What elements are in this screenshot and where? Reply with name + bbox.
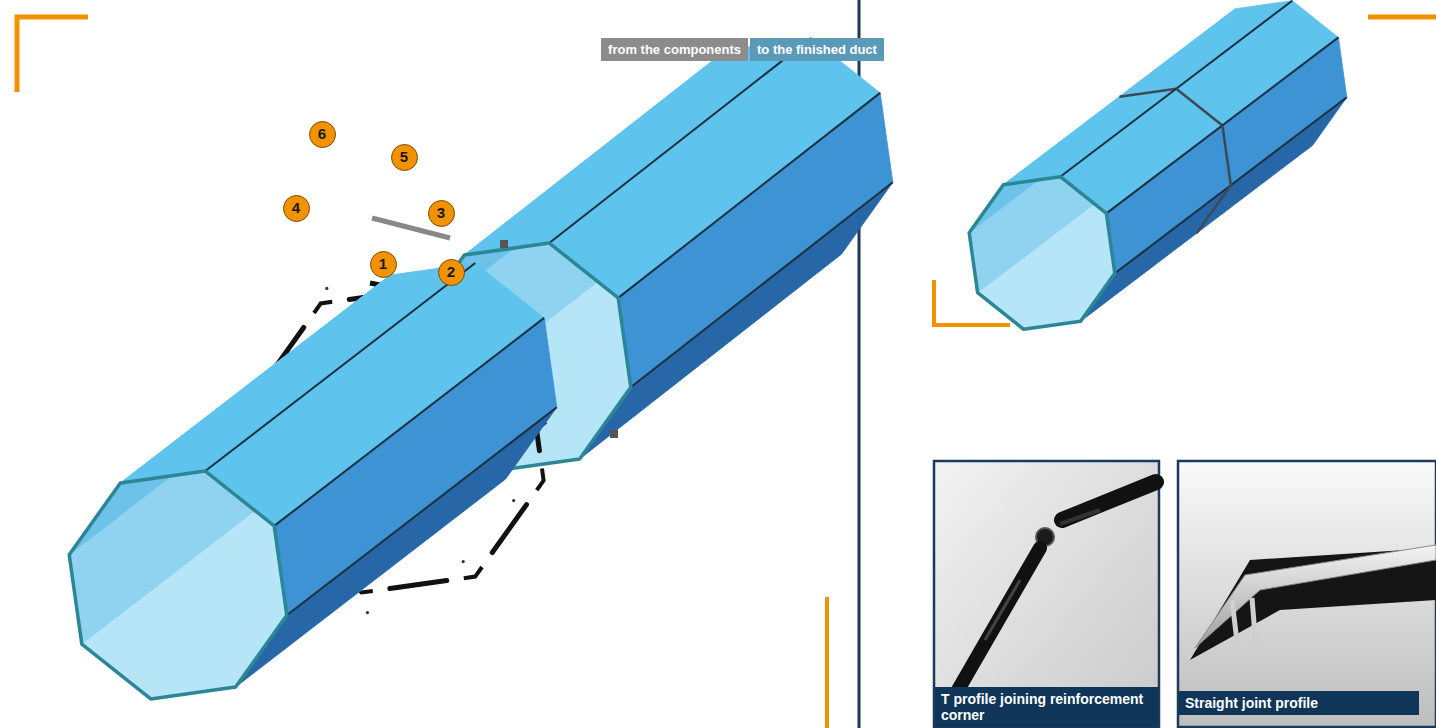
duct-seam	[549, 38, 811, 243]
corner-bracket	[1368, 15, 1436, 20]
callout-number: 4	[283, 195, 310, 222]
corner-part	[314, 302, 332, 313]
corner-part	[500, 240, 508, 248]
screw-part	[462, 560, 465, 563]
caption-band: T profile joining reinforcement corner	[935, 687, 1158, 727]
label-text: Straight joint profile	[1185, 695, 1413, 711]
duct-seam	[1115, 97, 1347, 273]
duct-outer-face	[1106, 37, 1346, 273]
callout-number: 1	[371, 252, 396, 276]
corner-bracket	[17, 17, 88, 92]
duct-seam	[1106, 37, 1338, 213]
duct-drawing	[69, 1, 1347, 699]
duct-rim	[69, 471, 287, 699]
corner-part	[537, 469, 544, 491]
callout-number: 3	[428, 200, 455, 227]
screw-part	[366, 611, 369, 614]
corner-bracket	[825, 597, 829, 728]
joint-profile-top	[1195, 545, 1436, 648]
callout-number: 5	[391, 144, 418, 171]
duct-seam	[631, 182, 893, 387]
joint-profile-web	[1232, 598, 1256, 650]
header-tab: from the components	[601, 38, 748, 61]
t-profile-edge	[985, 580, 1020, 640]
duct-outer-face	[618, 93, 893, 387]
callout-number: 3	[429, 201, 454, 225]
callout-number: 2	[438, 259, 465, 286]
label-text: T profile joining reinforcement corner	[941, 691, 1152, 723]
callout-number: 6	[310, 122, 335, 146]
duct-joint-ring	[1176, 89, 1222, 126]
header-tab: to the finished duct	[750, 38, 884, 61]
t-profile-edge	[1060, 510, 1100, 524]
joint-profile-part	[390, 581, 447, 589]
photo-frame	[934, 461, 1159, 727]
duct-seam	[274, 318, 544, 526]
screw-part	[325, 287, 328, 290]
t-profile	[1062, 482, 1156, 520]
duct-joint-ring	[1197, 185, 1231, 233]
corner-part	[464, 567, 482, 578]
duct-rim	[969, 177, 1115, 330]
callout-number: 6	[309, 121, 336, 148]
photo-frame	[1178, 461, 1436, 727]
callout-number: 4	[284, 196, 309, 220]
callout-number: 2	[439, 260, 464, 284]
label-text: from the components	[608, 42, 741, 57]
duct-joint-ring	[1222, 125, 1230, 185]
corner-part	[610, 430, 618, 438]
duct-seam	[1060, 1, 1292, 177]
duct-outer-face	[274, 318, 557, 615]
duct-seam	[205, 263, 475, 471]
screw-part	[512, 499, 515, 502]
duct-seam	[287, 407, 557, 615]
label-text: to the finished duct	[757, 42, 877, 57]
t-profile	[958, 548, 1040, 690]
callout-number: 5	[392, 145, 417, 169]
callout-number: 1	[370, 251, 397, 278]
joint-profile-part	[492, 505, 526, 553]
duct-seam	[618, 93, 880, 298]
caption-band: Straight joint profile	[1179, 691, 1419, 715]
